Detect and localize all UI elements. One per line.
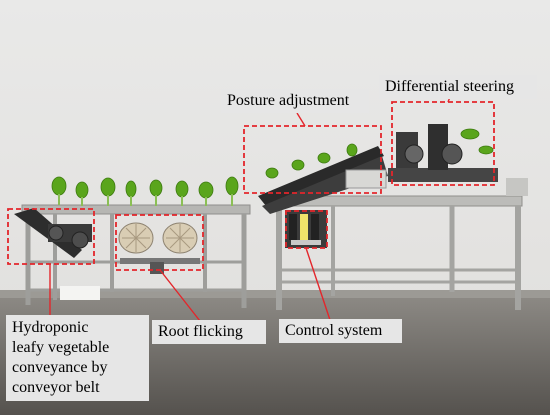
label-differential-steering: Differential steering (379, 75, 537, 99)
right-machine-frame (271, 195, 523, 310)
root-flicking-brushes (118, 222, 200, 274)
control-box (285, 210, 327, 248)
steering-module (388, 124, 528, 196)
posture-conveyor (258, 143, 388, 214)
leader-lines (49, 96, 451, 322)
leafy-vegetables-left (51, 176, 239, 206)
conveyor-motor (14, 208, 92, 258)
wall (0, 0, 550, 300)
box-root-flicking (115, 214, 204, 271)
baseboard (0, 290, 550, 298)
box-posture (243, 125, 382, 194)
box-differential (391, 101, 495, 186)
label-hydroponic-conveyance: Hydroponic leafy vegetable conveyance by… (6, 315, 149, 401)
white-base-plate (60, 286, 100, 300)
label-control-system: Control system (279, 319, 402, 343)
label-root-flicking: Root flicking (152, 320, 266, 344)
label-posture-adjustment: Posture adjustment (221, 89, 369, 113)
box-hydroponic (7, 208, 95, 265)
